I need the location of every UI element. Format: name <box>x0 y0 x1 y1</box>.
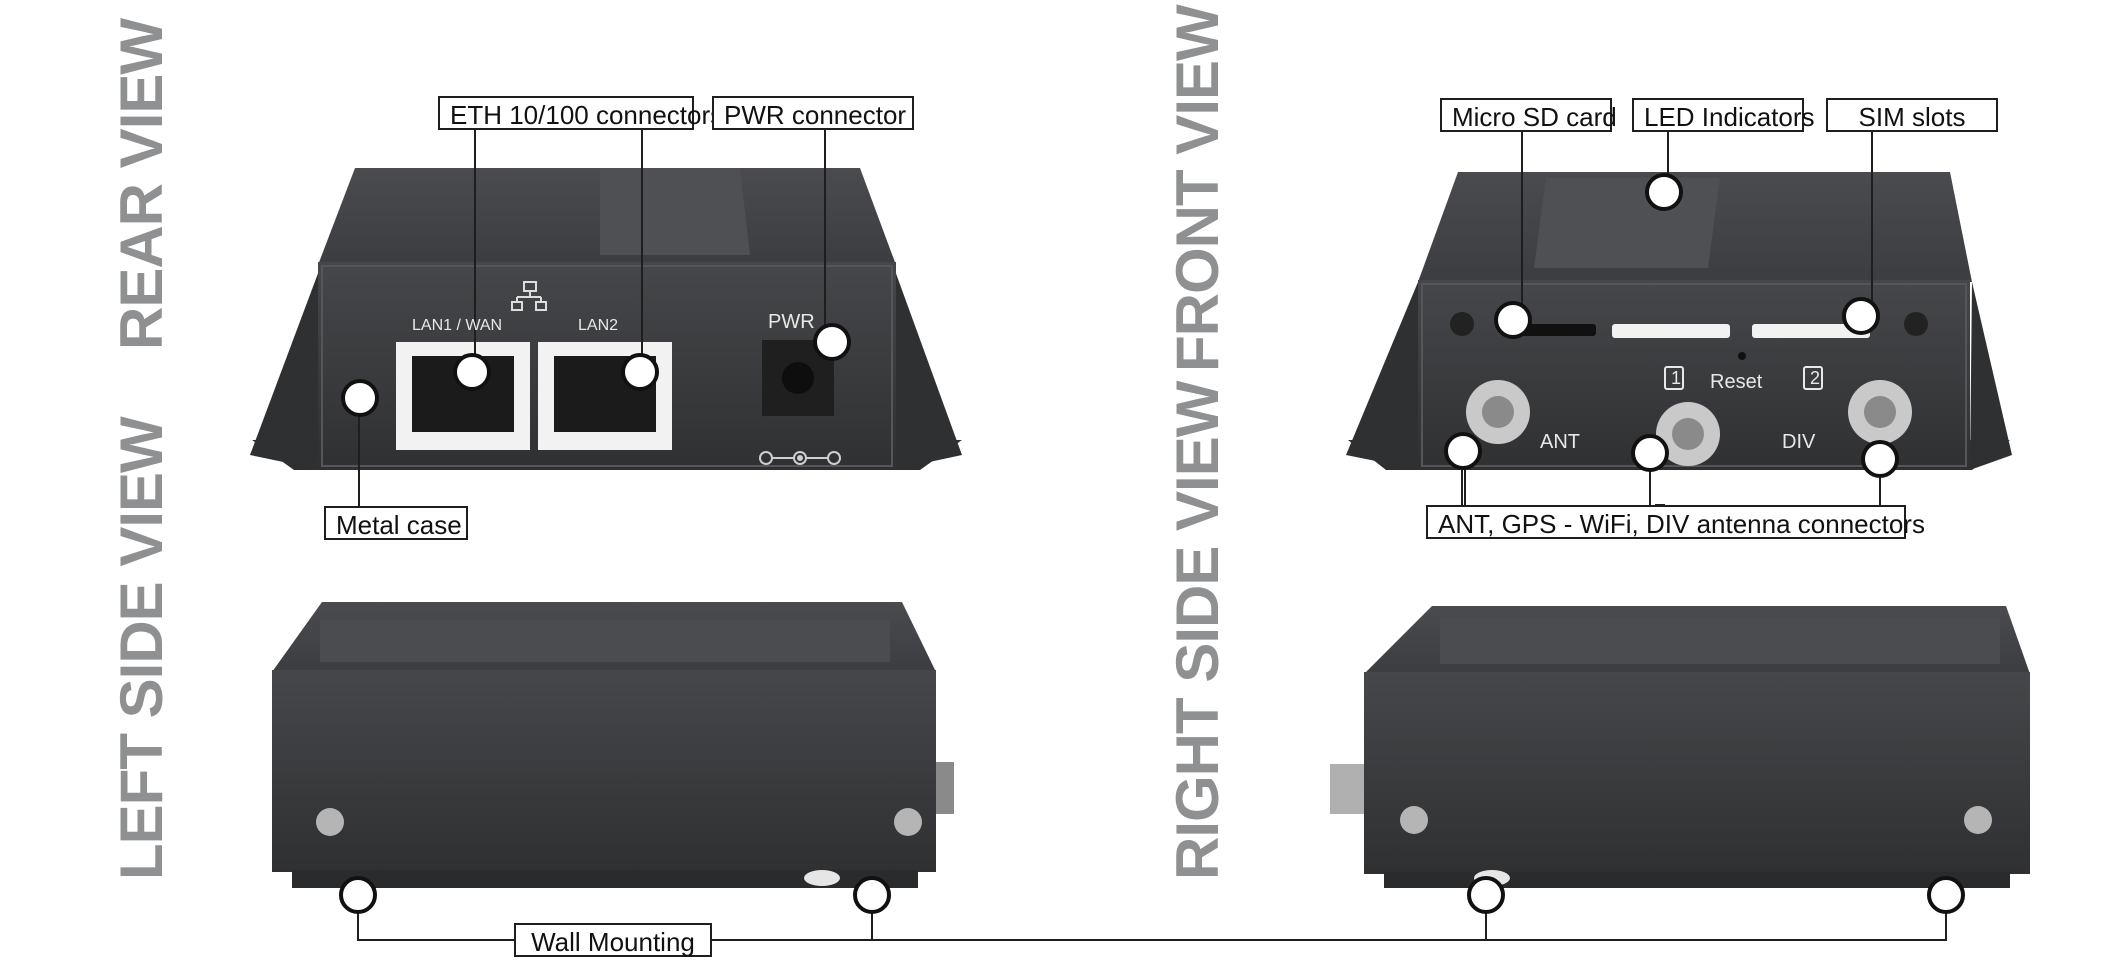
pwr-connector-callout: PWR connector <box>712 96 914 130</box>
front-view-label: FRONT VIEW <box>1164 5 1231 372</box>
marker-led <box>1645 173 1683 211</box>
marker-micro-sd <box>1494 301 1532 339</box>
led-indicators-callout: LED Indicators <box>1632 98 1815 132</box>
rear-view-device <box>250 168 962 470</box>
antenna-connectors-callout: ANT, GPS - WiFi, DIV antenna connectors <box>1426 505 1925 539</box>
marker-pwr <box>813 323 851 361</box>
metal-case-callout: Metal case <box>324 506 468 540</box>
left-side-view-label: LEFT SIDE VIEW <box>108 417 175 880</box>
marker-wall-4 <box>1927 876 1965 914</box>
device-label-ant: ANT <box>1540 431 1580 453</box>
marker-ant <box>1444 432 1482 470</box>
right-side-view-label: RIGHT SIDE VIEW <box>1164 381 1231 880</box>
marker-wall-3 <box>1467 876 1505 914</box>
device-label-sim2: 2 <box>1810 368 1820 388</box>
device-label-lan2: LAN2 <box>578 317 618 334</box>
micro-sd-callout: Micro SD card <box>1440 98 1617 132</box>
marker-metal-case <box>341 379 379 417</box>
device-label-lan1: LAN1 / WAN <box>412 317 502 334</box>
device-label-sim1: 1 <box>1671 368 1681 388</box>
marker-wall-1 <box>339 876 377 914</box>
device-label-div: DIV <box>1782 431 1816 453</box>
wall-mounting-callout: Wall Mounting <box>514 923 712 957</box>
eth-connectors-callout: ETH 10/100 connectors <box>438 96 723 130</box>
sim-slots-callout: SIM slots <box>1826 98 1998 132</box>
front-view-device <box>1346 172 2012 470</box>
marker-div <box>1861 440 1899 478</box>
left-side-view-device <box>272 602 954 888</box>
marker-sim <box>1842 297 1880 335</box>
device-label-pwr: PWR <box>768 311 815 333</box>
rear-view-label: REAR VIEW <box>108 18 175 350</box>
marker-lan1 <box>453 353 491 391</box>
device-label-reset: Reset <box>1710 371 1763 393</box>
marker-lan2 <box>621 353 659 391</box>
right-side-view-device <box>1330 606 2030 888</box>
marker-gps-wifi <box>1631 434 1669 472</box>
marker-wall-2 <box>853 876 891 914</box>
